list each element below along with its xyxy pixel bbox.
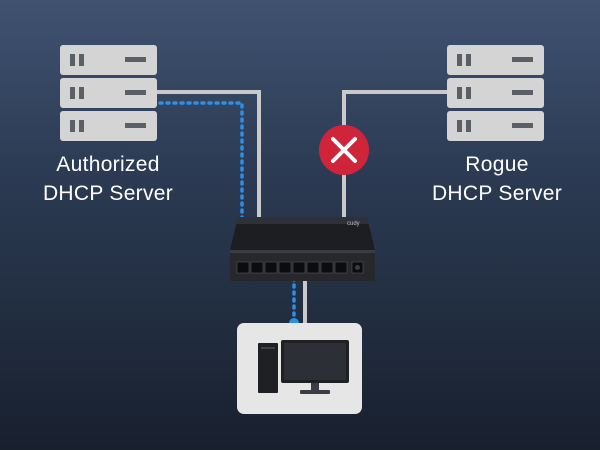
client-computer [237, 323, 362, 414]
monitor-icon [281, 340, 349, 394]
link-rogue-server [342, 90, 447, 218]
switch-port [278, 261, 292, 274]
desktop-tower-icon [258, 343, 278, 393]
switch-port [250, 261, 264, 274]
switch-brand-logo: cudy [347, 221, 360, 227]
rogue-server-label: Rogue DHCP Server [408, 150, 586, 208]
server-unit [447, 45, 544, 75]
link-authorized-server [157, 90, 261, 218]
switch-ports [236, 261, 348, 274]
authorized-server-label-line1: Authorized [56, 153, 160, 176]
blocked-x-circle-icon [319, 125, 369, 175]
authorized-server-label-line2: DHCP Server [42, 182, 174, 205]
authorized-server-icon [60, 45, 157, 141]
switch-port [334, 261, 348, 274]
switch-port [320, 261, 334, 274]
rogue-server-icon [447, 45, 544, 141]
switch-port [264, 261, 278, 274]
rogue-server-label-line1: Rogue [465, 153, 529, 176]
switch-top [230, 217, 375, 250]
switch-port [306, 261, 320, 274]
dhcp-path-line [158, 101, 244, 235]
switch-port [292, 261, 306, 274]
switch-port [236, 261, 250, 274]
server-unit [60, 78, 157, 108]
authorized-server-label: Authorized DHCP Server [18, 150, 198, 208]
network-switch-icon: cudy [230, 217, 375, 281]
server-unit [60, 45, 157, 75]
rogue-server-label-line2: DHCP Server [431, 182, 563, 205]
server-unit [60, 111, 157, 141]
server-unit [447, 78, 544, 108]
dhcp-path [158, 101, 299, 328]
network-links [157, 90, 447, 324]
server-unit [447, 111, 544, 141]
